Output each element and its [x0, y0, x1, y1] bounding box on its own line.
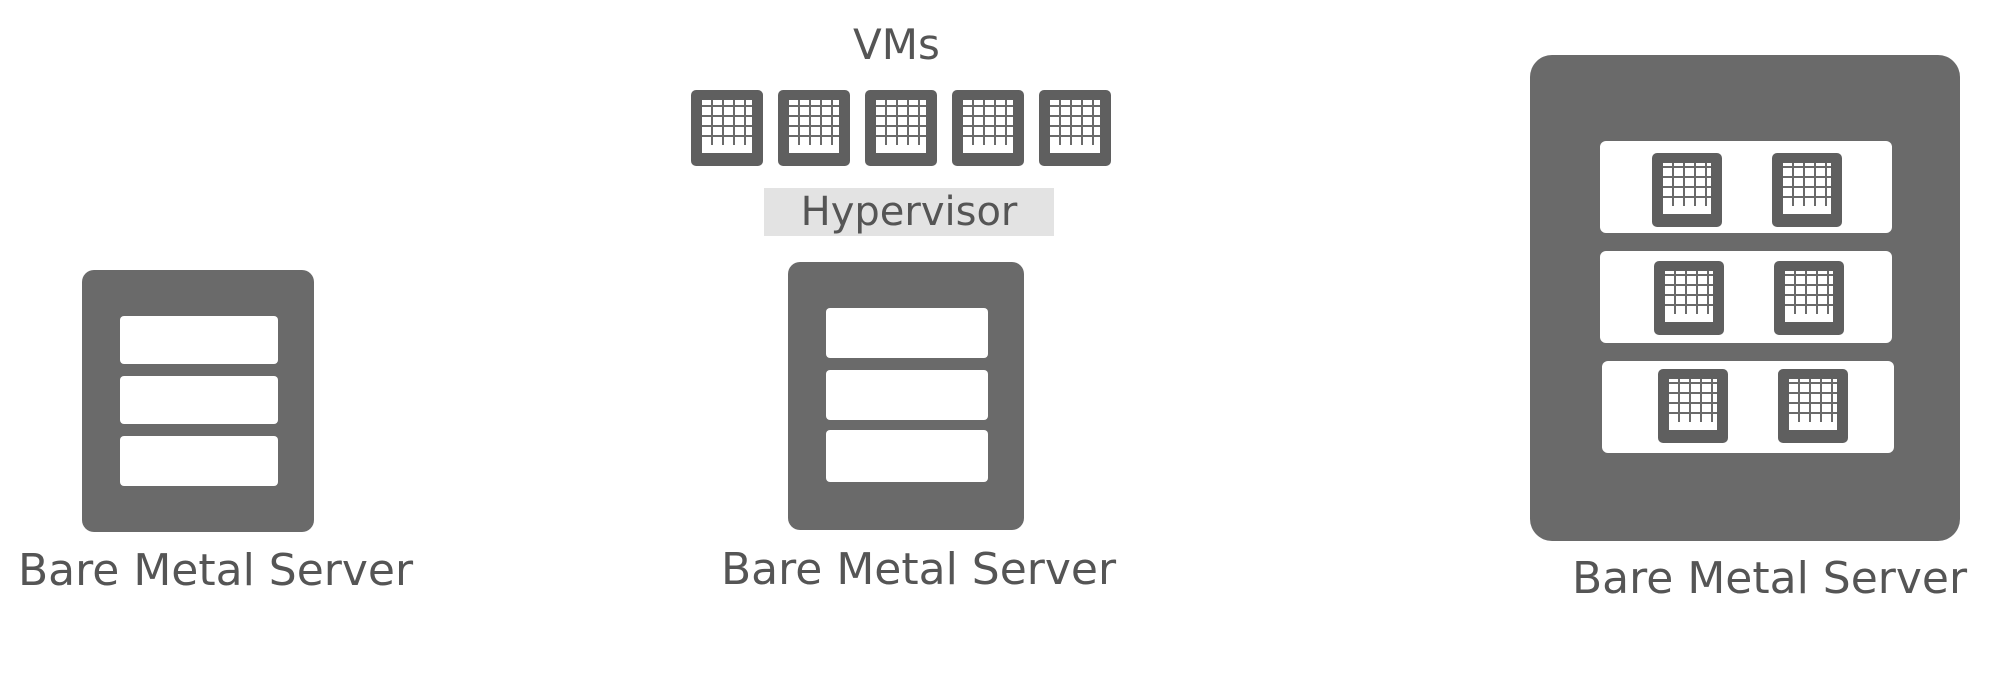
server-row-slot — [1600, 141, 1892, 233]
server-row-slot — [1602, 361, 1894, 453]
vm-icon — [952, 90, 1024, 166]
vm-icon — [1772, 153, 1842, 227]
server-drive-slot — [120, 436, 278, 486]
server-row-slot — [1600, 251, 1892, 343]
server-drive-slot — [120, 316, 278, 364]
server-label-middle: Bare Metal Server — [721, 544, 1117, 595]
vm-icon — [1039, 90, 1111, 166]
server-drive-slot — [826, 370, 988, 420]
vm-icon — [1658, 369, 1728, 443]
hypervisor-bar: Hypervisor — [764, 188, 1054, 236]
vm-icon — [1654, 261, 1724, 335]
vm-icon — [1778, 369, 1848, 443]
vm-icon — [691, 90, 763, 166]
vms-label: VMs — [853, 20, 940, 69]
bare-metal-server-right — [1530, 55, 1960, 541]
bare-metal-server-middle — [788, 262, 1024, 530]
server-label-left: Bare Metal Server — [18, 545, 414, 596]
vm-icon — [778, 90, 850, 166]
bare-metal-server-left — [82, 270, 314, 532]
server-drive-slot — [826, 430, 988, 482]
server-drive-slot — [120, 376, 278, 424]
vm-icon — [1652, 153, 1722, 227]
vm-icon — [1774, 261, 1844, 335]
server-drive-slot — [826, 308, 988, 358]
hypervisor-label: Hypervisor — [800, 189, 1018, 235]
server-label-right: Bare Metal Server — [1572, 553, 1968, 604]
vm-icon — [865, 90, 937, 166]
